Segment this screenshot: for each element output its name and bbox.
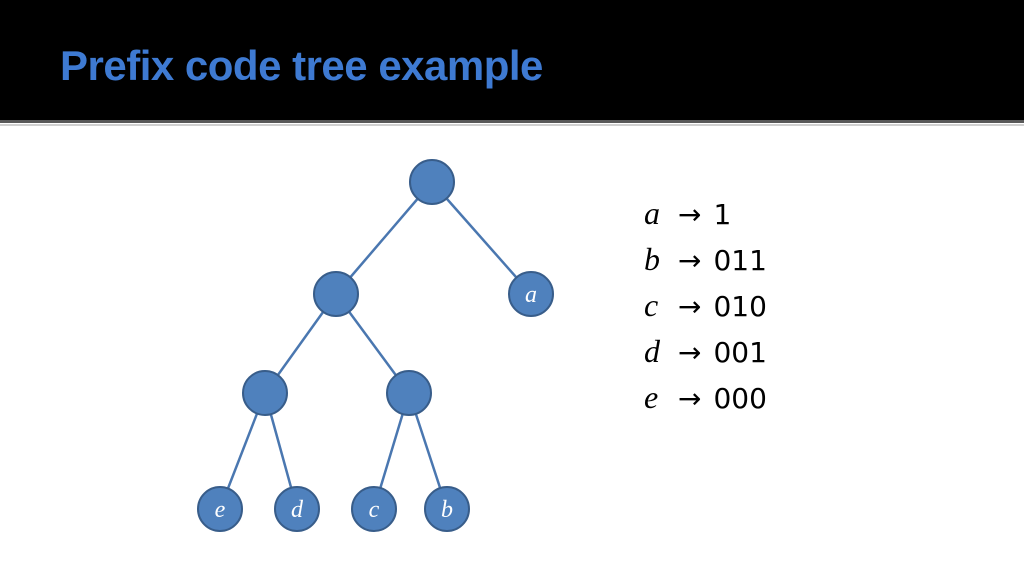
leaf-label-a: a: [525, 282, 537, 308]
code-symbol: c: [644, 287, 659, 323]
code-symbol: b: [644, 241, 660, 277]
tree-leaf-d: [274, 486, 320, 532]
slide-title: Prefix code tree example: [60, 42, 543, 89]
arrow-icon: →: [678, 336, 702, 369]
code-table: a → 1 b → 011 c → 010 d → 001 e → 000: [644, 190, 767, 420]
title-bar: Prefix code tree example: [0, 0, 1024, 120]
title-divider: [0, 120, 1024, 123]
edge-root-to-a: [431, 181, 532, 295]
arrow-icon: →: [678, 198, 702, 231]
tree-node-00: [242, 370, 288, 416]
code-symbol: a: [644, 195, 660, 231]
code-value: 011: [713, 244, 767, 277]
leaf-label-d: d: [291, 497, 304, 523]
code-value: 1: [713, 198, 732, 231]
arrow-icon: →: [678, 382, 702, 415]
code-symbol: e: [644, 379, 659, 415]
leaf-label-e: e: [215, 497, 226, 523]
code-value: 010: [713, 290, 767, 323]
title-divider-shadow: [0, 124, 1024, 126]
code-row-a: a → 1: [644, 190, 767, 236]
code-row-d: d → 001: [644, 328, 767, 374]
code-row-e: e → 000: [644, 374, 767, 420]
tree-node-0: [313, 271, 359, 317]
code-value: 000: [713, 382, 767, 415]
tree-leaf-c: [351, 486, 397, 532]
tree-leaf-e: [197, 486, 243, 532]
tree-node-01: [386, 370, 432, 416]
arrow-icon: →: [678, 290, 702, 323]
tree-leaf-a: [508, 271, 554, 317]
edge-root-to-n0: [335, 181, 433, 295]
code-row-b: b → 011: [644, 236, 767, 282]
code-row-c: c → 010: [644, 282, 767, 328]
code-symbol: d: [644, 333, 660, 369]
leaf-label-b: b: [441, 497, 453, 523]
arrow-icon: →: [678, 244, 702, 277]
code-value: 001: [713, 336, 767, 369]
tree-leaf-b: [424, 486, 470, 532]
leaf-label-c: c: [369, 497, 380, 523]
tree-node-root: [409, 159, 455, 205]
